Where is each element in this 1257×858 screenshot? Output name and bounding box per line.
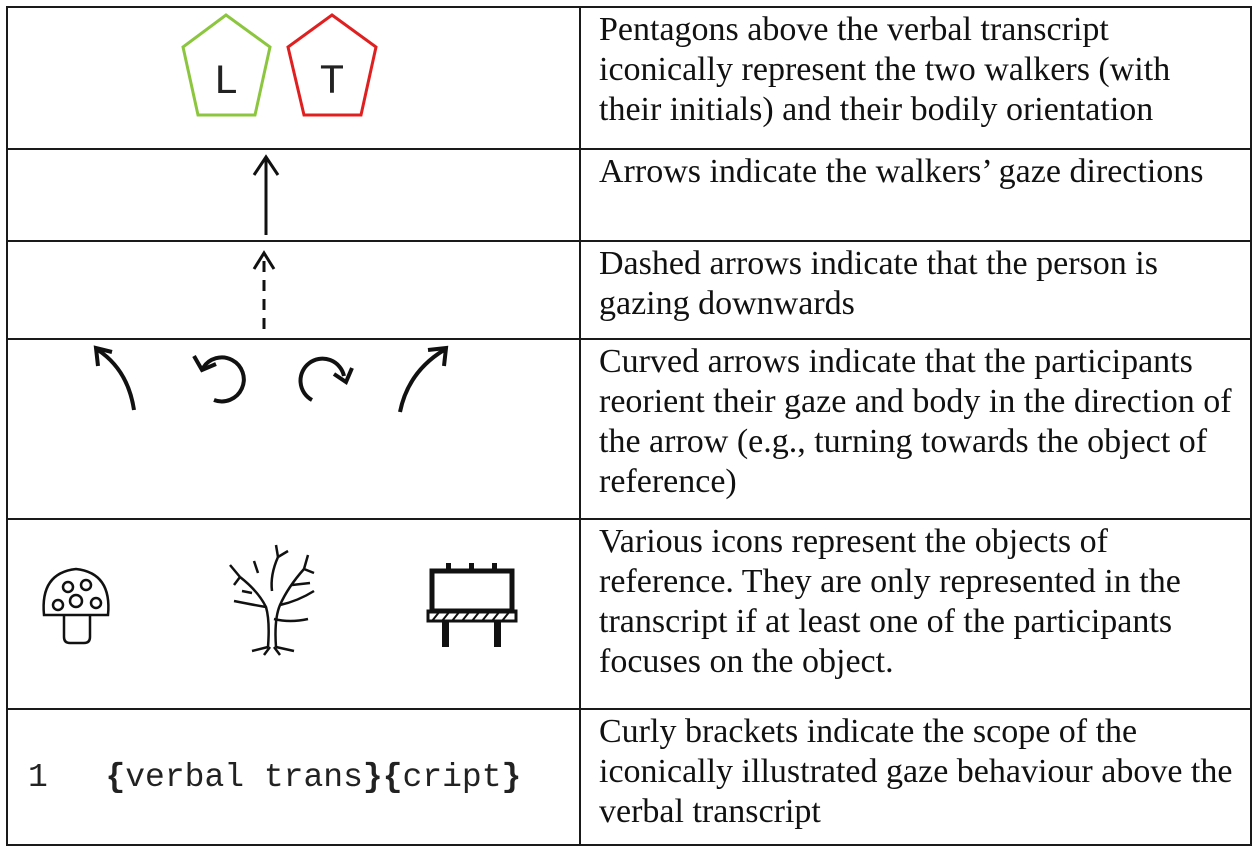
transcript-example: 1 {verbal trans}{cript} (8, 759, 579, 796)
close-curly-bracket: } (501, 758, 522, 796)
mushroom-icon (42, 567, 110, 645)
legend-row-arrows: Arrows indicate the walkers’ gaze direct… (6, 148, 1252, 242)
walker-initial-t: T (319, 58, 344, 106)
curved-arrows-cell (6, 338, 581, 520)
curl-arrow-left-icon (192, 355, 246, 404)
pentagons-description: Pentagons above the verbal transcript ic… (579, 6, 1252, 150)
dashed-up-arrow-icon (252, 250, 276, 329)
walker-pentagon-l: L (181, 13, 272, 117)
curved-arrows-group (93, 345, 449, 413)
up-arrow-icon (252, 154, 280, 235)
walker-pentagon-t: T (286, 13, 378, 117)
transcription-legend-table: L T Pentagons above the verbal transcrip… (6, 6, 1252, 846)
open-curly-bracket: { (105, 758, 126, 796)
legend-row-object-icons: Various icons represent the objects of r… (6, 518, 1252, 710)
close-curly-bracket: } (362, 758, 383, 796)
transcript-part-2: cript (402, 758, 502, 796)
legend-row-pentagons: L T Pentagons above the verbal transcrip… (6, 6, 1252, 150)
curved-arrow-up-right-icon (398, 345, 449, 413)
legend-row-curved-arrows: Curved arrows indicate that the particip… (6, 338, 1252, 520)
transcript-cell: 1 {verbal trans}{cript} (6, 708, 581, 846)
dashed-arrow-cell (6, 240, 581, 340)
arrows-description: Arrows indicate the walkers’ gaze direct… (579, 148, 1252, 242)
walker-pentagons: L T (181, 13, 378, 117)
object-icons-group (42, 544, 518, 656)
walker-initial-l: L (213, 58, 238, 106)
arrow-cell (6, 148, 581, 242)
object-icons-description: Various icons represent the objects of r… (579, 518, 1252, 710)
curved-arrows-description: Curved arrows indicate that the particip… (579, 338, 1252, 520)
curl-arrow-right-icon (298, 356, 354, 402)
object-icons-cell (6, 518, 581, 710)
legend-row-dashed-arrows: Dashed arrows indicate that the person i… (6, 240, 1252, 340)
pentagons-cell: L T (6, 6, 581, 150)
legend-row-curly-brackets: 1 {verbal trans}{cript} Curly brackets i… (6, 708, 1252, 846)
dashed-arrows-description: Dashed arrows indicate that the person i… (579, 240, 1252, 340)
tree-icon (229, 544, 315, 656)
transcript-part-1: verbal trans (125, 758, 363, 796)
curved-arrow-up-left-icon (93, 345, 136, 411)
open-curly-bracket: { (382, 758, 403, 796)
line-number: 1 (28, 758, 48, 796)
curly-brackets-description: Curly brackets indicate the scope of the… (579, 708, 1252, 846)
billboard-icon (426, 563, 518, 647)
